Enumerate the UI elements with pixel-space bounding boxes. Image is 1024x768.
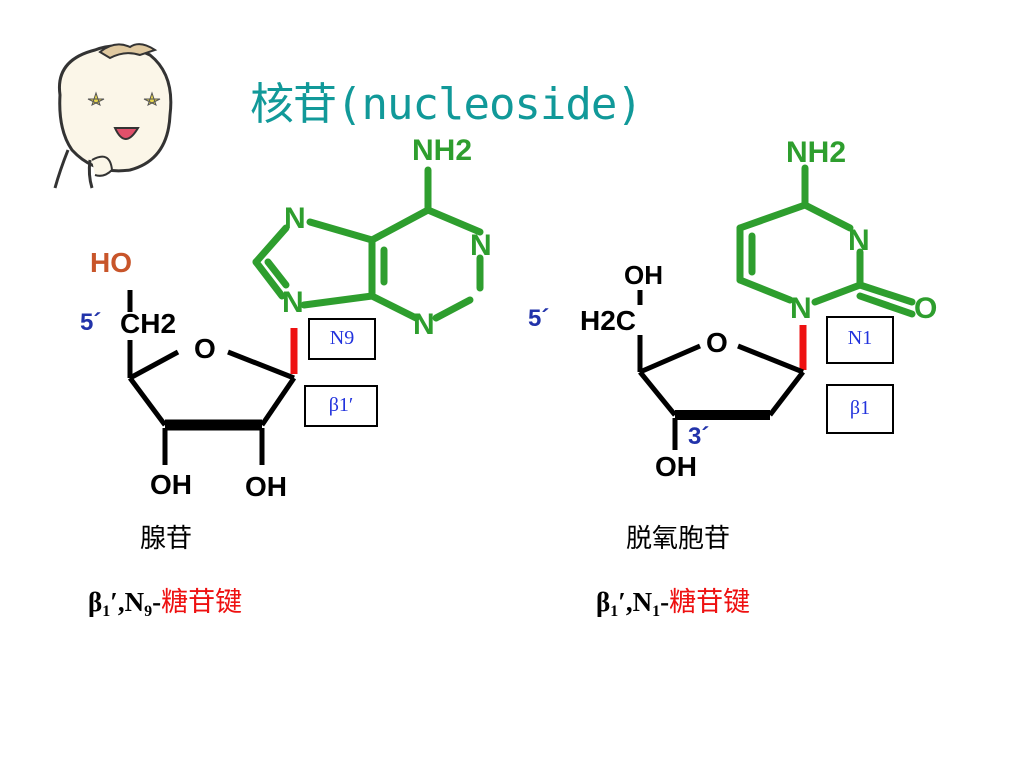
right-bond-label: β1′,N1-糖苷键: [596, 580, 750, 621]
prime-mark: ′: [618, 587, 626, 617]
cytosine-base: [736, 164, 916, 318]
dash: -: [152, 587, 162, 617]
deoxyribose-ring: [637, 290, 805, 450]
left-bond-label: β1′,N9-糖苷键: [88, 580, 242, 621]
subscript-1b: 1: [652, 603, 661, 620]
nh2-label: NH2: [412, 134, 472, 167]
c5-label: 5´: [80, 309, 101, 336]
subscript-1: 1: [102, 603, 111, 620]
n9-box: N9: [308, 318, 376, 360]
n3-label-right: N: [848, 224, 870, 257]
page-title: 核苷(nucleoside): [250, 79, 643, 130]
n1-box: N1: [826, 316, 894, 364]
n1-label-right: N: [790, 292, 812, 325]
c5-label-right: 5´: [528, 305, 549, 332]
subscript-9: 9: [144, 603, 153, 620]
beta1-box: β1: [826, 384, 894, 434]
n9-label: N: [282, 286, 304, 319]
glycosidic-bond-text: 糖苷键: [161, 587, 243, 618]
n7-label: N: [284, 202, 306, 235]
oh-2-label: OH: [150, 469, 192, 500]
nh2-label-right: NH2: [786, 136, 846, 169]
ribose-ring: [127, 290, 297, 465]
c3-label: 3´: [688, 423, 709, 450]
h2c-label: H2C: [580, 305, 636, 336]
ring-oxygen-label: O: [194, 333, 216, 364]
ch2-label: CH2: [120, 308, 176, 339]
n1-label: N: [470, 229, 492, 262]
keto-oxygen-label: O: [914, 292, 937, 325]
ho-label: HO: [90, 247, 132, 278]
prime-mark: ′: [110, 587, 118, 617]
adenine-base: [252, 166, 484, 322]
oh-3-label: OH: [245, 471, 287, 502]
beta1-prime-box: β1′: [304, 385, 378, 427]
dash: -: [660, 587, 670, 617]
n3-label: N: [413, 308, 435, 341]
n-label: ,N: [117, 587, 145, 617]
adenosine-name: 腺苷: [140, 524, 193, 554]
n-label: ,N: [625, 587, 653, 617]
deoxycytidine-name: 脱氧胞苷: [626, 524, 731, 554]
cartoon-face-icon: [53, 43, 173, 189]
subscript-1: 1: [610, 603, 619, 620]
glycosidic-bond-text: 糖苷键: [669, 587, 751, 618]
oh-top-label: OH: [624, 260, 663, 290]
beta-symbol: β: [88, 587, 103, 617]
ring-oxygen-label-right: O: [706, 327, 728, 358]
beta-symbol: β: [596, 587, 611, 617]
oh-label-right: OH: [655, 451, 697, 482]
